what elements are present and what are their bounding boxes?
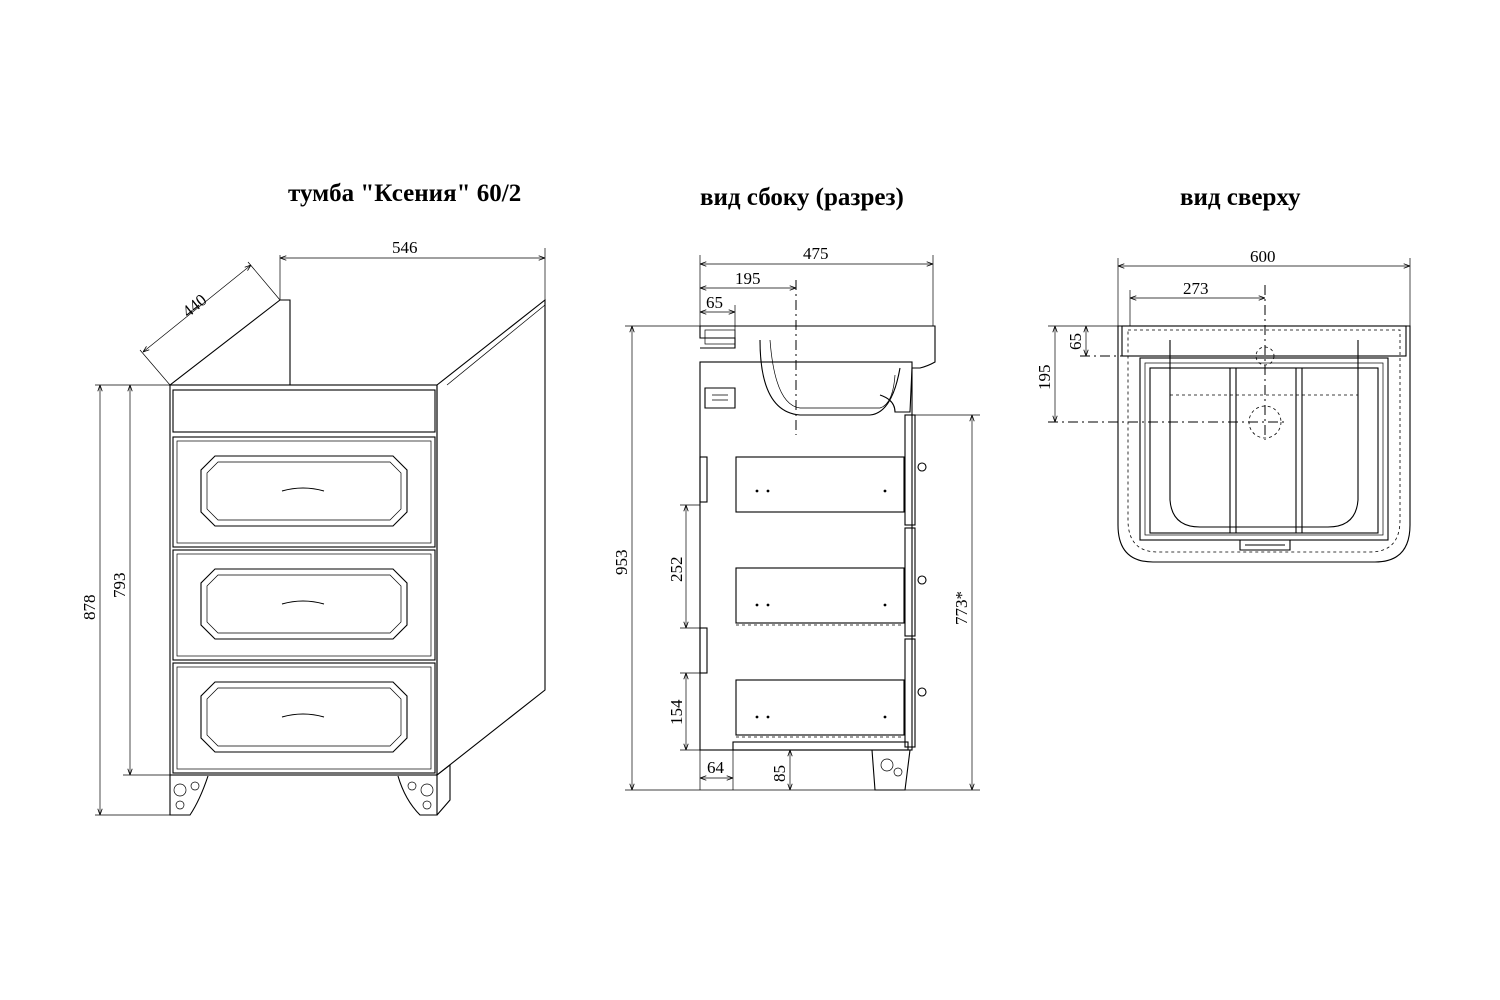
cabinet-legs [169, 763, 451, 816]
dim-top-195: 195 [1035, 365, 1054, 391]
front-view-title: тумба "Ксения" 60/2 [288, 180, 522, 207]
front-view: 546 440 878 793 [80, 238, 546, 816]
side-view-title: вид сбоку (разрез) [700, 184, 904, 211]
dim-top-273: 273 [1183, 279, 1209, 298]
top-view: 600 273 65 195 [1035, 247, 1411, 563]
drawer-box-2 [735, 567, 905, 624]
drawer-handle [1239, 540, 1291, 551]
dim-side-total-height: 953 [612, 550, 631, 576]
dim-side-65: 65 [706, 293, 723, 312]
dim-side-195: 195 [735, 269, 761, 288]
washbasin-outline [1117, 325, 1411, 563]
drawer-handle [281, 713, 325, 718]
dim-front-depth: 440 [179, 290, 211, 321]
dim-side-64: 64 [707, 758, 725, 777]
top-view-title: вид сверху [1180, 184, 1301, 211]
cabinet-body [169, 384, 438, 776]
dim-side-252: 252 [667, 557, 686, 583]
dim-front-total-height: 878 [80, 595, 99, 621]
drawer-box-3 [735, 679, 905, 736]
drawer-handle [281, 600, 325, 605]
washbasin-bowl [1169, 340, 1359, 528]
siphon [704, 387, 736, 409]
dim-front-width: 546 [392, 238, 418, 257]
right-side-panel [436, 298, 546, 777]
drawer-1 [172, 436, 436, 548]
drawer-3 [172, 662, 436, 774]
drawer-box-1 [735, 456, 905, 513]
cabinet-side-body [699, 361, 913, 751]
dim-side-depth: 475 [803, 244, 829, 263]
drawer-handle [281, 487, 325, 492]
dim-top-width: 600 [1250, 247, 1276, 266]
cabinet-frame [1139, 357, 1389, 541]
side-view: 475 195 65 953 252 154 64 85 773* [612, 244, 980, 791]
top-rail [172, 389, 436, 433]
drawer-2 [172, 549, 436, 661]
dim-front-body-height: 793 [110, 573, 129, 599]
dim-side-773: 773* [952, 591, 971, 625]
dim-top-65: 65 [1066, 333, 1085, 350]
dim-side-85: 85 [770, 765, 789, 782]
dim-side-154: 154 [667, 699, 686, 725]
